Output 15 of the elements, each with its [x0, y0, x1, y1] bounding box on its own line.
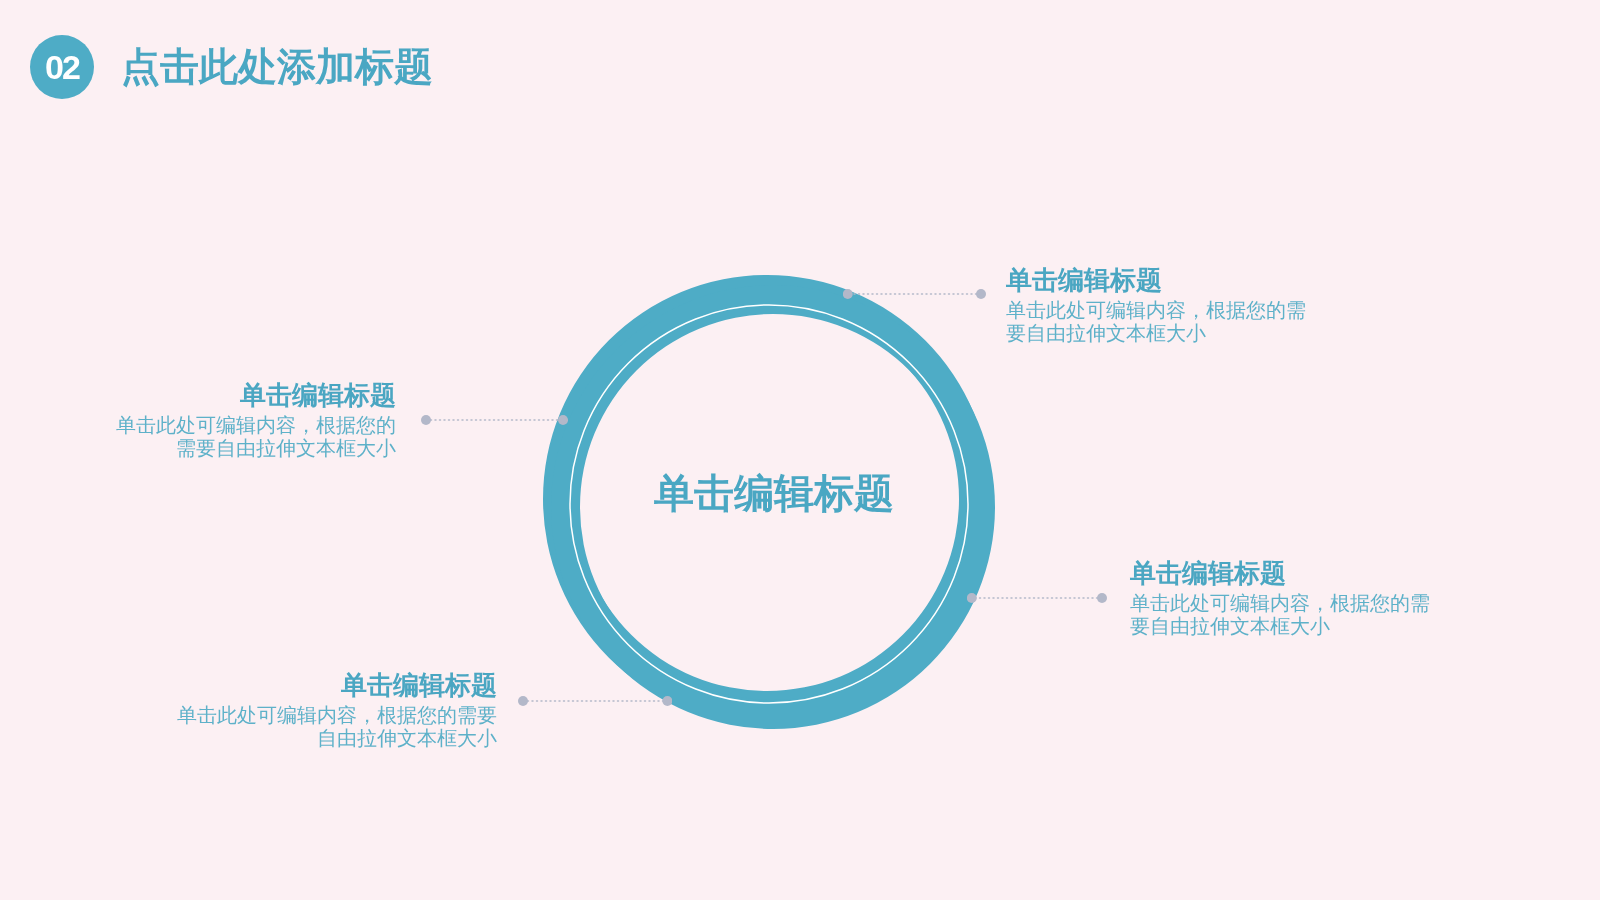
item-description: 单击此处可编辑内容，根据您的需要自由拉伸文本框大小 — [1006, 299, 1307, 345]
item-description: 单击此处可编辑内容，根据您的需要自由拉伸文本框大小 — [176, 704, 497, 750]
item-description: 单击此处可编辑内容，根据您的需要自由拉伸文本框大小 — [1130, 592, 1431, 638]
leader-line — [842, 289, 986, 299]
ring-title: 单击编辑标题 — [654, 471, 894, 515]
leader-line — [518, 696, 673, 706]
item-heading: 单击编辑标题 — [1130, 558, 1287, 588]
leader-line — [966, 593, 1107, 603]
item-heading: 单击编辑标题 — [340, 670, 497, 700]
item-description: 单击此处可编辑内容，根据您的需要自由拉伸文本框大小 — [115, 414, 396, 460]
number-badge: 02 — [30, 35, 94, 99]
item-heading: 单击编辑标题 — [1006, 265, 1163, 295]
item-heading: 单击编辑标题 — [239, 380, 396, 410]
leader-line — [421, 415, 568, 425]
slide-title: 点击此处添加标题 — [121, 43, 433, 91]
